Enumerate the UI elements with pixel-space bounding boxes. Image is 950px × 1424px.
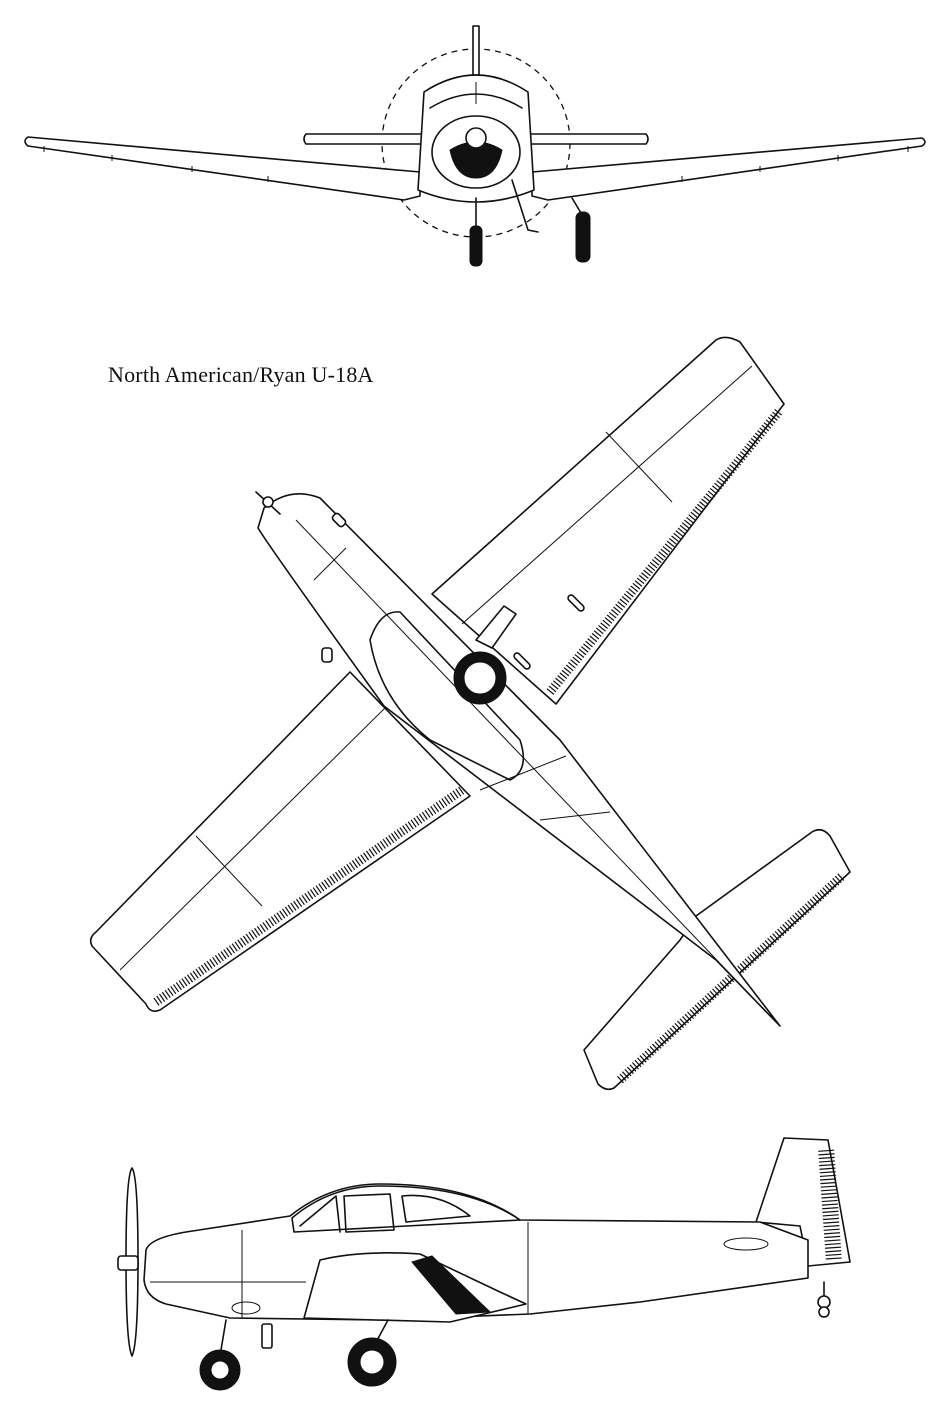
side-flap bbox=[411, 1255, 492, 1315]
front-right-wing bbox=[531, 137, 926, 201]
top-view bbox=[89, 336, 851, 1091]
front-view bbox=[24, 25, 926, 267]
top-wing-right bbox=[431, 336, 785, 705]
front-wing-ticks bbox=[43, 146, 909, 182]
top-wing-left-flaps bbox=[153, 786, 465, 1006]
top-canopy bbox=[369, 611, 525, 781]
front-fin bbox=[472, 25, 480, 77]
side-view bbox=[117, 1137, 851, 1391]
front-nose-wheel bbox=[469, 225, 483, 267]
top-fuselage bbox=[257, 492, 781, 1027]
front-spinner bbox=[465, 127, 487, 149]
front-main-wheel bbox=[575, 211, 591, 263]
page-title: North American/Ryan U-18A bbox=[108, 362, 374, 387]
side-rudder bbox=[818, 1149, 842, 1261]
top-wing-left bbox=[89, 671, 471, 1012]
top-wing-right-flaps bbox=[546, 407, 784, 695]
side-canopy bbox=[291, 1185, 521, 1233]
front-left-wing bbox=[24, 136, 421, 201]
